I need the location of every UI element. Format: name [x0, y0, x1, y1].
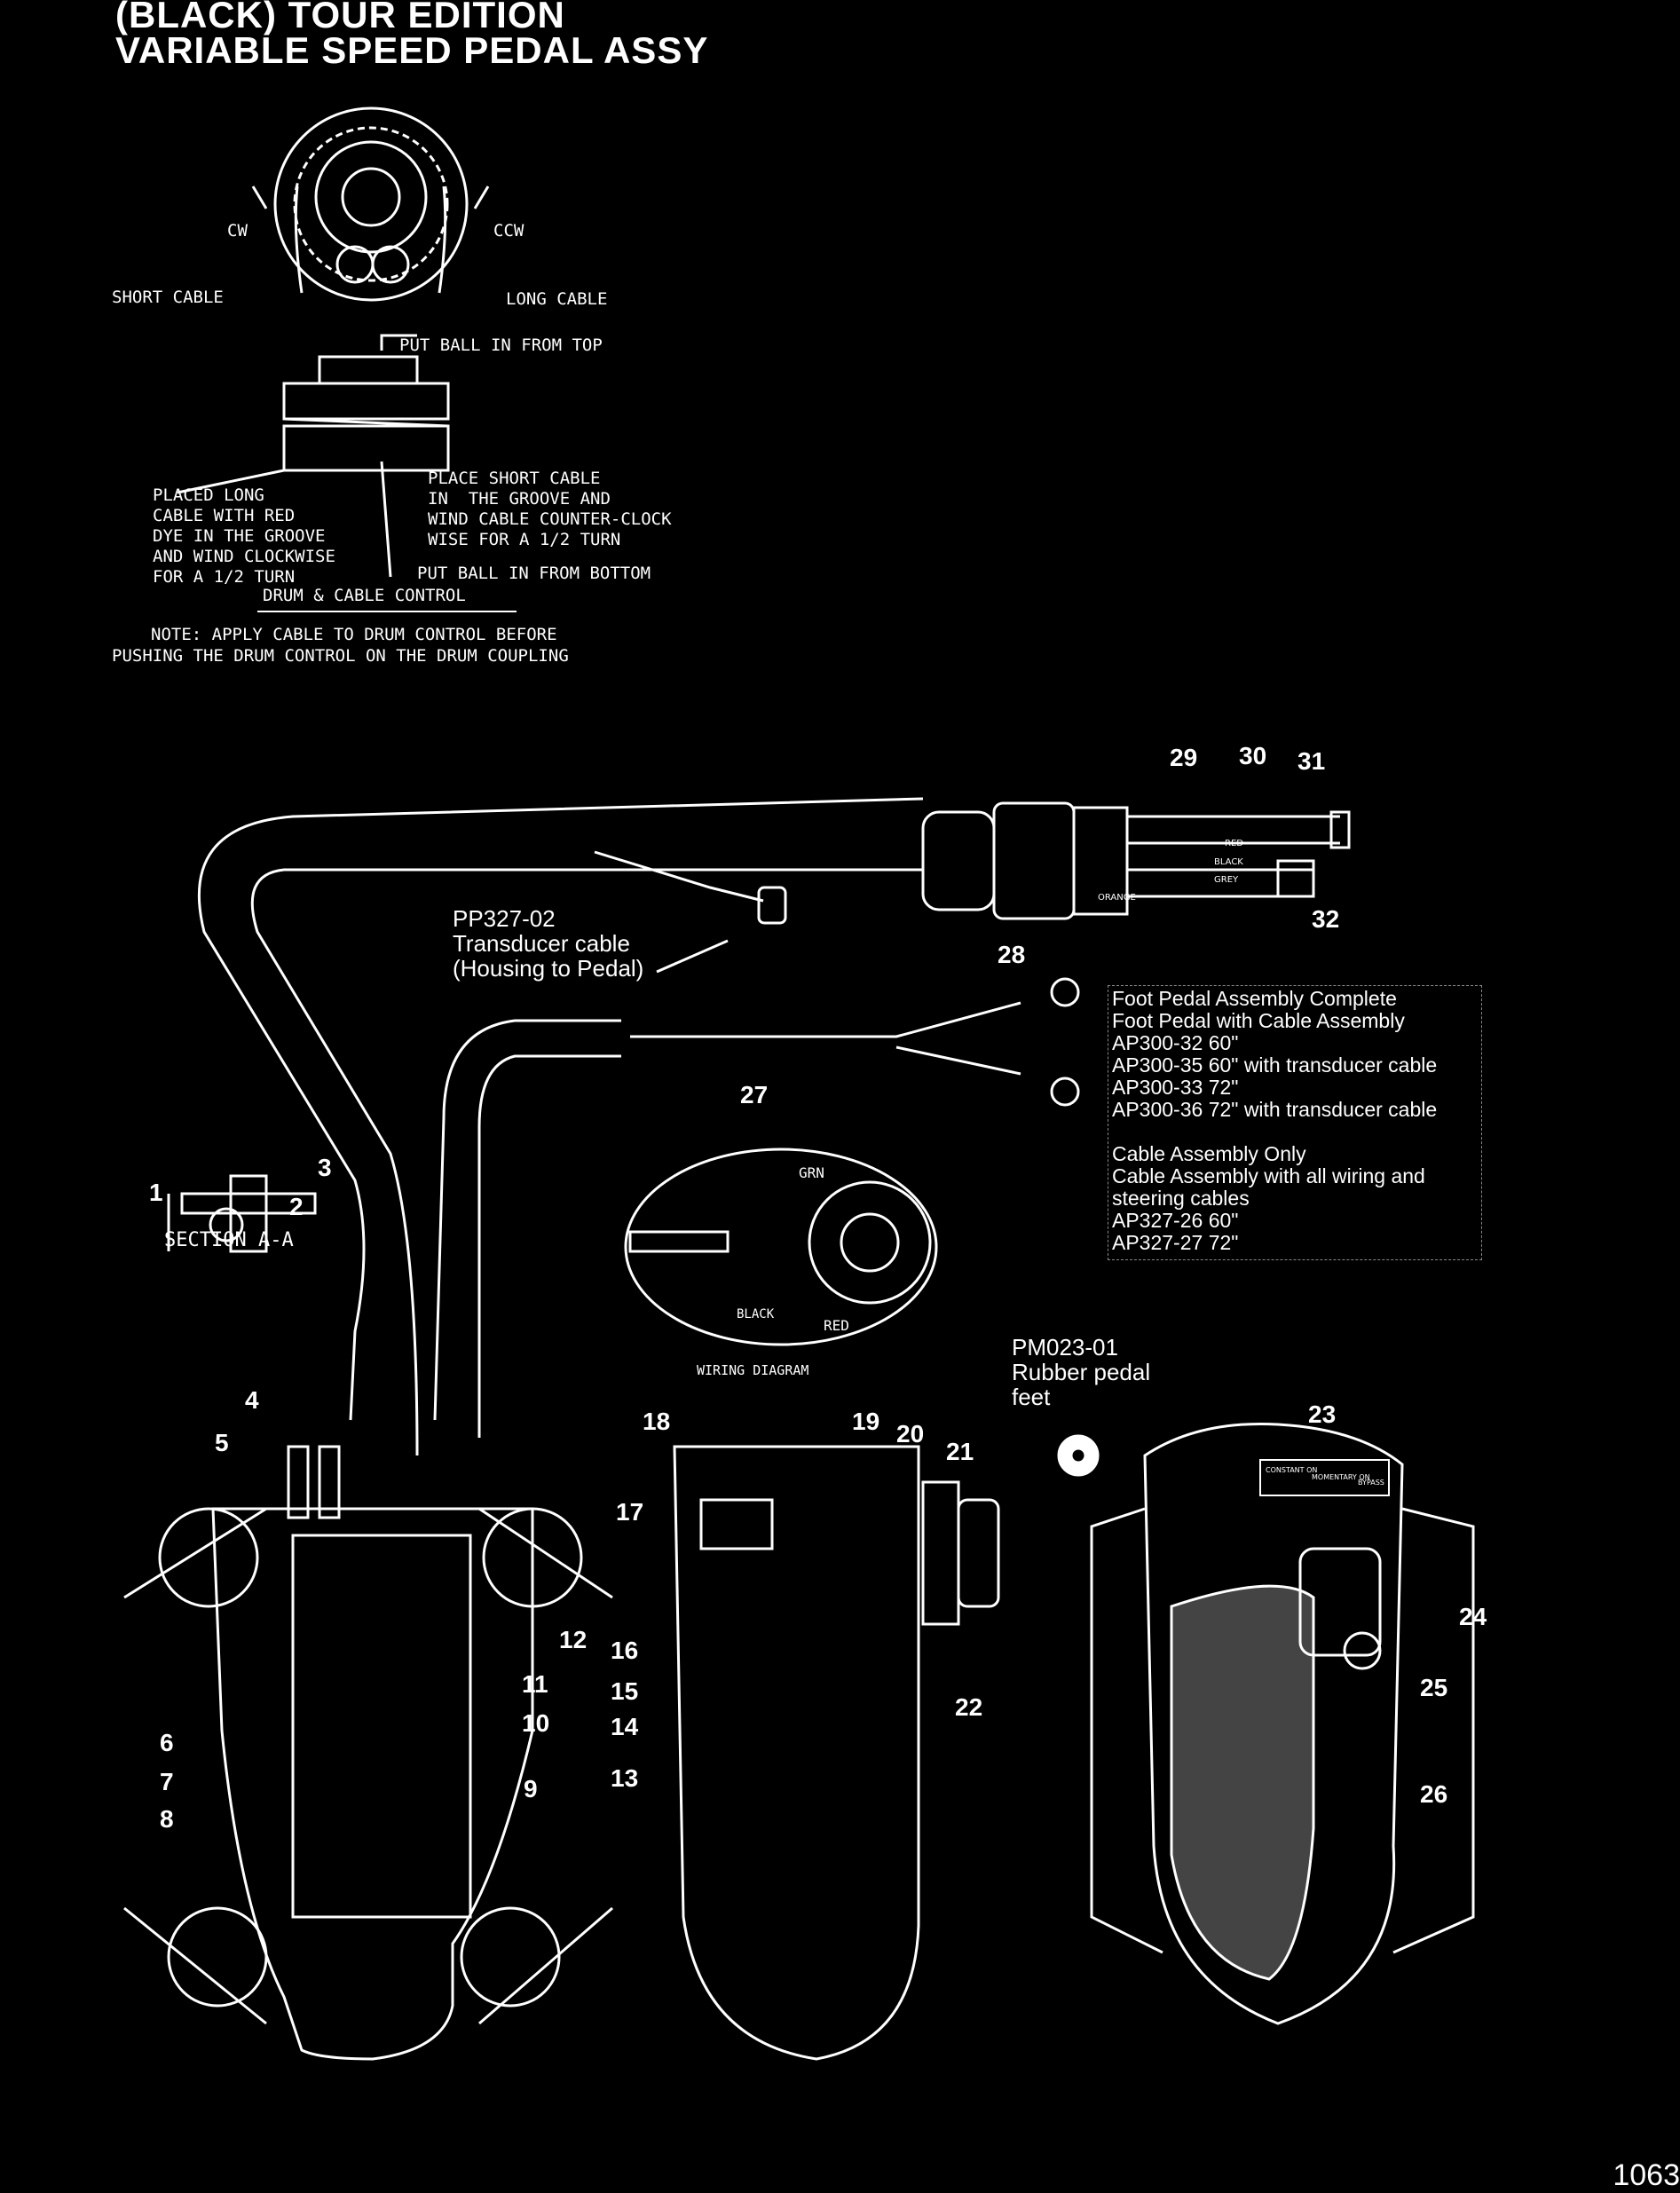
callout-12: 12: [559, 1626, 588, 1653]
title-line-2: VARIABLE SPEED PEDAL ASSY: [115, 29, 709, 71]
callout-3: 3: [318, 1154, 332, 1181]
pedal-top-view: [1057, 1422, 1475, 2025]
pedal-label-bypass: BYPASS: [1358, 1479, 1384, 1487]
callout-1: 1: [149, 1179, 163, 1206]
callout-27: 27: [740, 1081, 769, 1108]
short-cable-label: SHORT CABLE: [112, 288, 224, 307]
wire-tag-red: RED: [1225, 839, 1243, 848]
callout-30: 30: [1239, 742, 1267, 769]
section-a-a: [167, 1174, 317, 1253]
wiring-diagram: [624, 1148, 938, 1346]
callout-4: 4: [245, 1386, 259, 1414]
drum-note-1: NOTE: APPLY CABLE TO DRUM CONTROL BEFORE: [151, 625, 557, 644]
info-line: Foot Pedal Assembly Complete: [1112, 987, 1397, 1010]
callout-28: 28: [998, 941, 1026, 968]
callout-7: 7: [160, 1768, 174, 1795]
info-line: steering cables: [1112, 1187, 1250, 1210]
wire-tag-black: BLACK: [1214, 857, 1243, 867]
transducer-part: PP327-02: [453, 905, 556, 932]
callout-11: 11: [522, 1670, 548, 1698]
info-line: AP300-33 72": [1112, 1076, 1239, 1099]
ccw-label: CCW: [493, 221, 525, 241]
rubber-feet-desc-2: feet: [1012, 1384, 1051, 1410]
rubber-feet-part: PM023-01: [1012, 1334, 1118, 1361]
page-number: 1063: [1613, 2158, 1680, 2192]
callout-21: 21: [946, 1438, 974, 1465]
pedal-interior-left: [123, 1445, 613, 2061]
callout-19: 19: [852, 1408, 880, 1435]
info-line: AP300-35 60" with transducer cable: [1112, 1053, 1438, 1077]
info-line: AP300-32 60": [1112, 1031, 1239, 1054]
callout-8: 8: [160, 1805, 174, 1833]
drum-top-view: [251, 106, 490, 302]
wiring-black-label: BLACK: [737, 1307, 775, 1321]
long-cable-label: LONG CABLE: [506, 289, 608, 309]
info-line: [1112, 1121, 1478, 1143]
callout-29: 29: [1170, 744, 1198, 771]
callout-5: 5: [215, 1429, 229, 1456]
pedal-label-constant: CONSTANT ON: [1266, 1466, 1318, 1474]
drum-section-view: [177, 334, 450, 578]
callout-14: 14: [611, 1713, 639, 1740]
cw-label: CW: [227, 221, 248, 241]
callout-18: 18: [643, 1408, 671, 1435]
drum-caption: DRUM & CABLE CONTROL: [263, 586, 466, 605]
main-cable: [197, 797, 1080, 1456]
callout-17: 17: [616, 1498, 644, 1526]
callout-25: 25: [1420, 1674, 1448, 1701]
callout-22: 22: [955, 1693, 983, 1721]
callout-16: 16: [611, 1637, 639, 1664]
callout-15: 15: [611, 1677, 639, 1705]
put-ball-top-label: PUT BALL IN FROM TOP: [399, 335, 603, 355]
rubber-feet-desc: Rubber pedal: [1012, 1359, 1151, 1385]
placed-long-note: PLACED LONG CABLE WITH RED DYE IN THE GR…: [153, 485, 335, 587]
pedal-interior-middle: [673, 1445, 1000, 2061]
callout-9: 9: [524, 1775, 538, 1803]
info-line: Cable Assembly with all wiring and: [1112, 1164, 1425, 1187]
section-label: SECTION A-A: [164, 1229, 294, 1251]
wire-tag-orange: ORANGE: [1098, 893, 1136, 903]
info-line: Foot Pedal with Cable Assembly: [1112, 1009, 1405, 1032]
place-short-note: PLACE SHORT CABLE IN THE GROOVE AND WIND…: [428, 469, 672, 549]
callout-26: 26: [1420, 1780, 1448, 1808]
info-line: Cable Assembly Only: [1112, 1142, 1306, 1165]
info-line: AP327-26 60": [1112, 1209, 1239, 1232]
drum-note-2: PUSHING THE DRUM CONTROL ON THE DRUM COU…: [112, 646, 569, 666]
transducer-desc: Transducer cable: [453, 930, 630, 957]
callout-32: 32: [1312, 905, 1340, 933]
transducer-desc-2: (Housing to Pedal): [453, 955, 644, 982]
callout-13: 13: [611, 1764, 639, 1792]
callout-24: 24: [1459, 1603, 1487, 1630]
wiring-diagram-label: WIRING DIAGRAM: [697, 1362, 809, 1378]
callout-20: 20: [896, 1420, 925, 1448]
callout-23: 23: [1308, 1400, 1337, 1428]
info-line: AP300-36 72" with transducer cable: [1112, 1098, 1438, 1121]
title-line-1: (BLACK) TOUR EDITION: [115, 0, 565, 35]
wiring-red-label: RED: [824, 1317, 849, 1334]
info-line: AP327-27 72": [1112, 1231, 1239, 1254]
cable-connector-28: [921, 801, 1351, 920]
callout-31: 31: [1297, 747, 1326, 775]
callout-10: 10: [522, 1709, 550, 1737]
wire-tag-grey: GREY: [1214, 875, 1239, 885]
assembly-info-box: Foot Pedal Assembly Complete Foot Pedal …: [1108, 985, 1482, 1260]
callout-6: 6: [160, 1729, 174, 1756]
put-ball-bottom-label: PUT BALL IN FROM BOTTOM: [417, 564, 651, 583]
transducer-cable: [594, 850, 787, 974]
callout-2: 2: [289, 1193, 304, 1220]
pedal-label-momentary: MOMENTARY ON: [1312, 1473, 1370, 1481]
wiring-grn-label: GRN: [799, 1164, 824, 1181]
